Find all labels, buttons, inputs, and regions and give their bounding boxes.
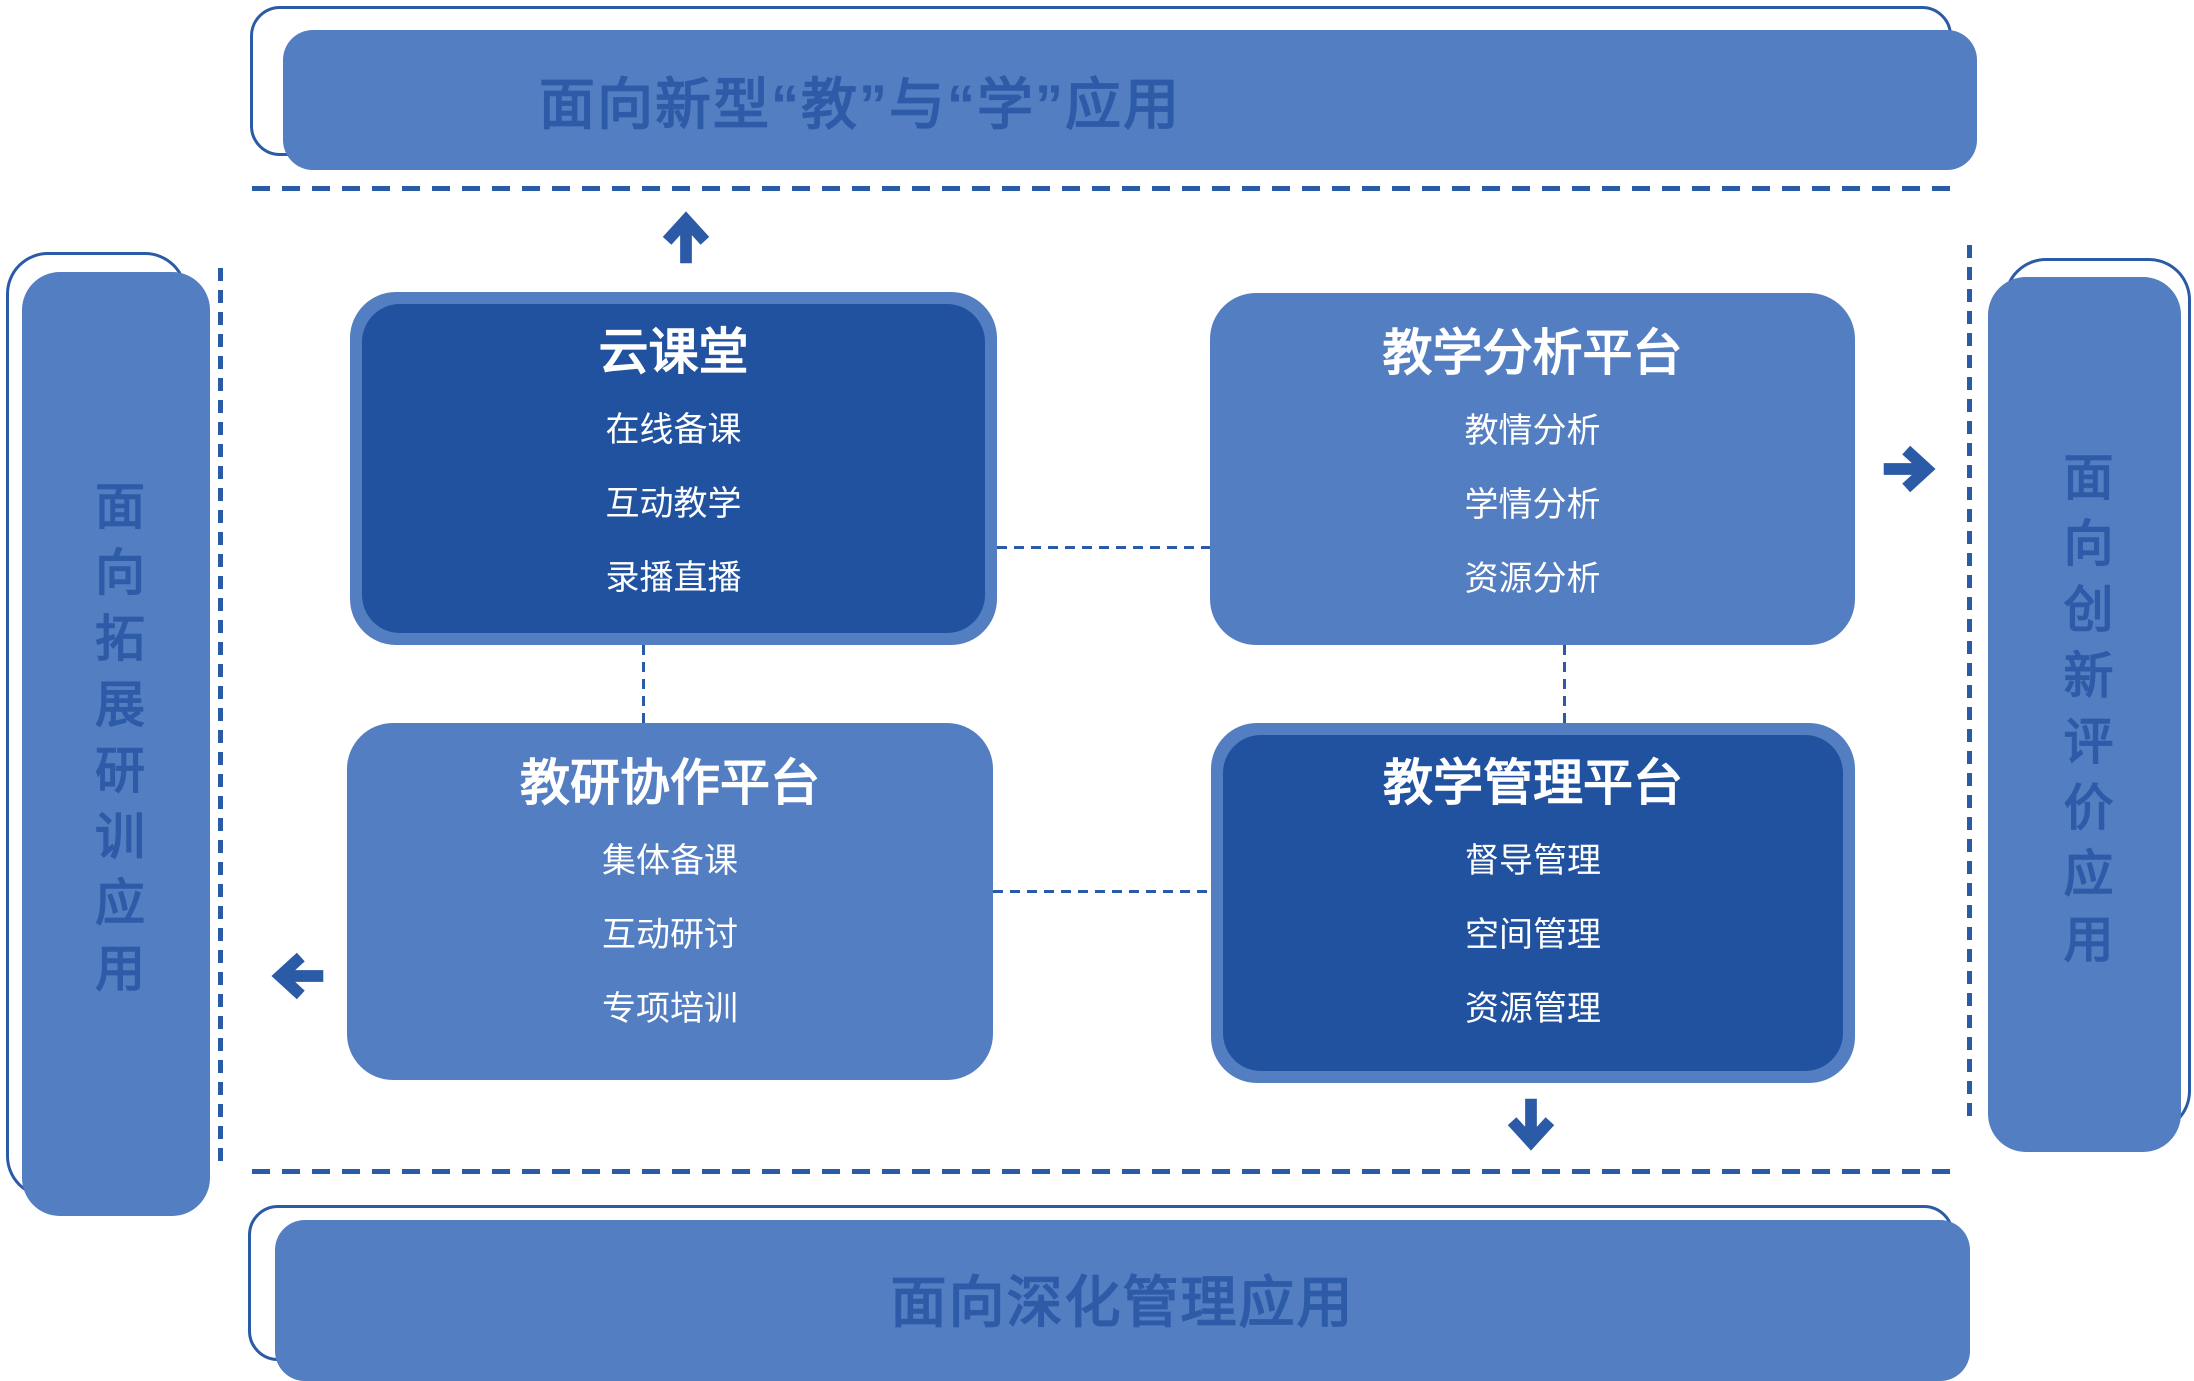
platform-item: 学情分析 [1464,486,1601,524]
platform-card-teaching-management: 教学管理平台 督导管理 空间管理 资源管理 [1211,723,1855,1083]
platform-title: 教学管理平台 [1383,755,1683,811]
platform-card-teaching-analysis: 教学分析平台 教情分析 学情分析 资源分析 [1210,293,1855,645]
platform-item: 教情分析 [1464,412,1601,450]
top-banner: 面向新型“教”与“学”应用 [283,30,1977,170]
bottom-banner-label: 面向深化管理应用 [890,1271,1355,1334]
left-banner-label: 面向拓展研训应用 [88,480,144,1008]
bottom-dashed-divider [252,1169,1953,1174]
up-arrow-icon [659,210,713,268]
connector-cloud-to-analysis [997,546,1210,549]
platform-title: 教研协作平台 [520,755,820,811]
right-banner-label: 面向创新评价应用 [2056,450,2113,979]
platform-item: 在线备课 [605,411,742,449]
top-banner-label: 面向新型“教”与“学”应用 [539,72,1181,136]
platform-item: 资源管理 [1465,990,1601,1028]
left-dashed-divider [218,268,223,1168]
platform-card-body: 教学管理平台 督导管理 空间管理 资源管理 [1223,735,1843,1071]
left-arrow-icon [270,949,328,1003]
platform-item: 资源分析 [1464,560,1601,598]
left-banner: 面向拓展研训应用 [22,272,210,1216]
top-dashed-divider [252,186,1953,191]
platform-item: 集体备课 [602,842,738,880]
platform-card-body: 云课堂 在线备课 互动教学 录播直播 [362,304,985,633]
down-arrow-icon [1504,1094,1558,1152]
platform-card-body: 教学分析平台 教情分析 学情分析 资源分析 [1222,305,1843,633]
platform-title: 云课堂 [598,324,749,380]
platform-card-research-collaboration: 教研协作平台 集体备课 互动研讨 专项培训 [347,723,993,1080]
platform-card-cloud-classroom: 云课堂 在线备课 互动教学 录播直播 [350,292,997,645]
platform-item: 录播直播 [605,559,742,597]
platform-item: 督导管理 [1465,842,1601,880]
platform-item: 互动研讨 [602,916,738,954]
platform-item: 空间管理 [1465,916,1601,954]
platform-item: 互动教学 [605,485,742,523]
platform-card-body: 教研协作平台 集体备课 互动研讨 专项培训 [359,735,981,1068]
right-dashed-divider [1967,245,1972,1117]
right-banner: 面向创新评价应用 [1988,277,2181,1152]
bottom-banner: 面向深化管理应用 [275,1220,1970,1381]
connector-cloud-to-research [642,645,645,723]
platform-item: 专项培训 [602,990,738,1028]
platform-title: 教学分析平台 [1382,325,1683,381]
connector-analysis-to-management [1563,645,1566,723]
connector-research-to-management [993,890,1211,893]
right-arrow-icon [1879,442,1937,496]
